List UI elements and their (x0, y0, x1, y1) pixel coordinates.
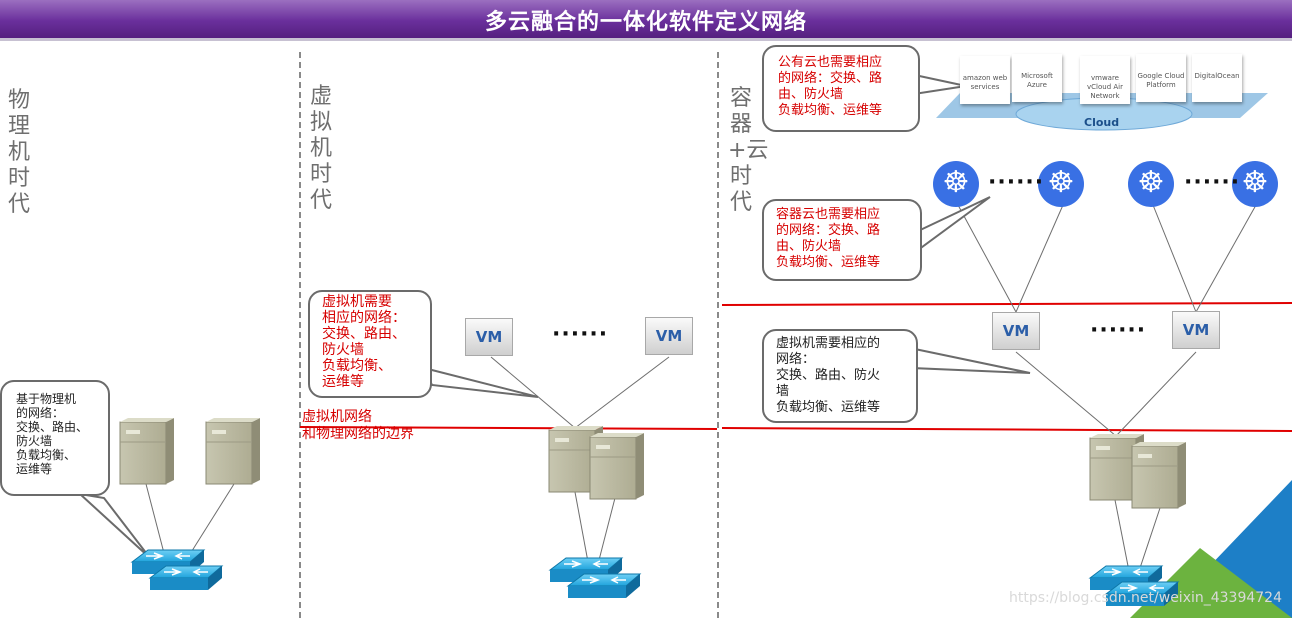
ellipsis-vm-2: ······ (1090, 318, 1147, 343)
server-icon-1 (119, 417, 175, 485)
era-physical-label: 物理机时代 (7, 88, 30, 217)
callout-vm-right: 虚拟机需要相应的 网络： 交换、路由、防火 墙 负载均衡、运维等 (762, 329, 918, 423)
divider-left (299, 52, 301, 618)
vm-icon-2: VM (645, 317, 693, 355)
vendor-tile-aws: amazon web services (960, 56, 1010, 104)
callout-container-cloud: 容器云也需要相应 的网络：交换、路 由、防火墙 负载均衡、运维等 (762, 199, 922, 281)
boundary-line-container (721, 302, 1292, 306)
kubernetes-icon-3: ☸ (1128, 161, 1174, 207)
vm-icon-1: VM (465, 318, 513, 356)
page-title: 多云融合的一体化软件定义网络 (484, 10, 807, 35)
era-virtual-label: 虚拟机时代 (309, 84, 332, 213)
callout-physical: 基于物理机 的网络： 交换、路由、 防火墙 负载均衡、 运维等 (0, 380, 110, 496)
callout-virtual: 虚拟机需要 相应的网络： 交换、路由、 防火墙 负载均衡、 运维等 (308, 290, 432, 398)
vendor-tile-vmware: vmware vCloud Air Network (1080, 56, 1130, 104)
switch-icon-2 (149, 565, 223, 591)
vm-icon-3: VM (992, 312, 1040, 350)
vm-icon-4: VM (1172, 311, 1220, 349)
kubernetes-icon-2: ☸ (1038, 161, 1084, 207)
watermark: https://blog.csdn.net/weixin_43394724 (1008, 590, 1282, 606)
switch-icon-4 (567, 573, 641, 599)
cloud-label: Cloud (1084, 116, 1120, 129)
divider-right (717, 52, 719, 618)
server-icon-2 (205, 417, 261, 485)
ellipsis-k8s-1: ······ (988, 170, 1045, 195)
corner-decoration-green (1130, 548, 1292, 618)
callout-tails (76, 72, 1031, 559)
boundary-line-virtual (299, 426, 718, 430)
server-icon-6 (1131, 441, 1187, 509)
boundary-note: 虚拟机网络 和物理网络的边界 (302, 409, 414, 442)
vendor-tile-google: Google Cloud Platform (1136, 54, 1186, 102)
ellipsis-vm-1: ······ (552, 322, 609, 347)
boundary-line-physical-right (721, 427, 1292, 432)
connector-lines (145, 204, 1257, 569)
ellipsis-k8s-2: ······ (1184, 170, 1241, 195)
callout-public-cloud: 公有云也需要相应 的网络：交换、路 由、防火墙 负载均衡、运维等 (762, 45, 920, 132)
server-icon-4 (589, 432, 645, 500)
vendor-tile-azure: Microsoft Azure (1012, 54, 1062, 102)
kubernetes-icon-4: ☸ (1232, 161, 1278, 207)
vendor-tile-digitalocean: DigitalOcean (1192, 54, 1242, 102)
kubernetes-icon-1: ☸ (933, 161, 979, 207)
title-bar: 多云融合的一体化软件定义网络 (0, 0, 1292, 41)
